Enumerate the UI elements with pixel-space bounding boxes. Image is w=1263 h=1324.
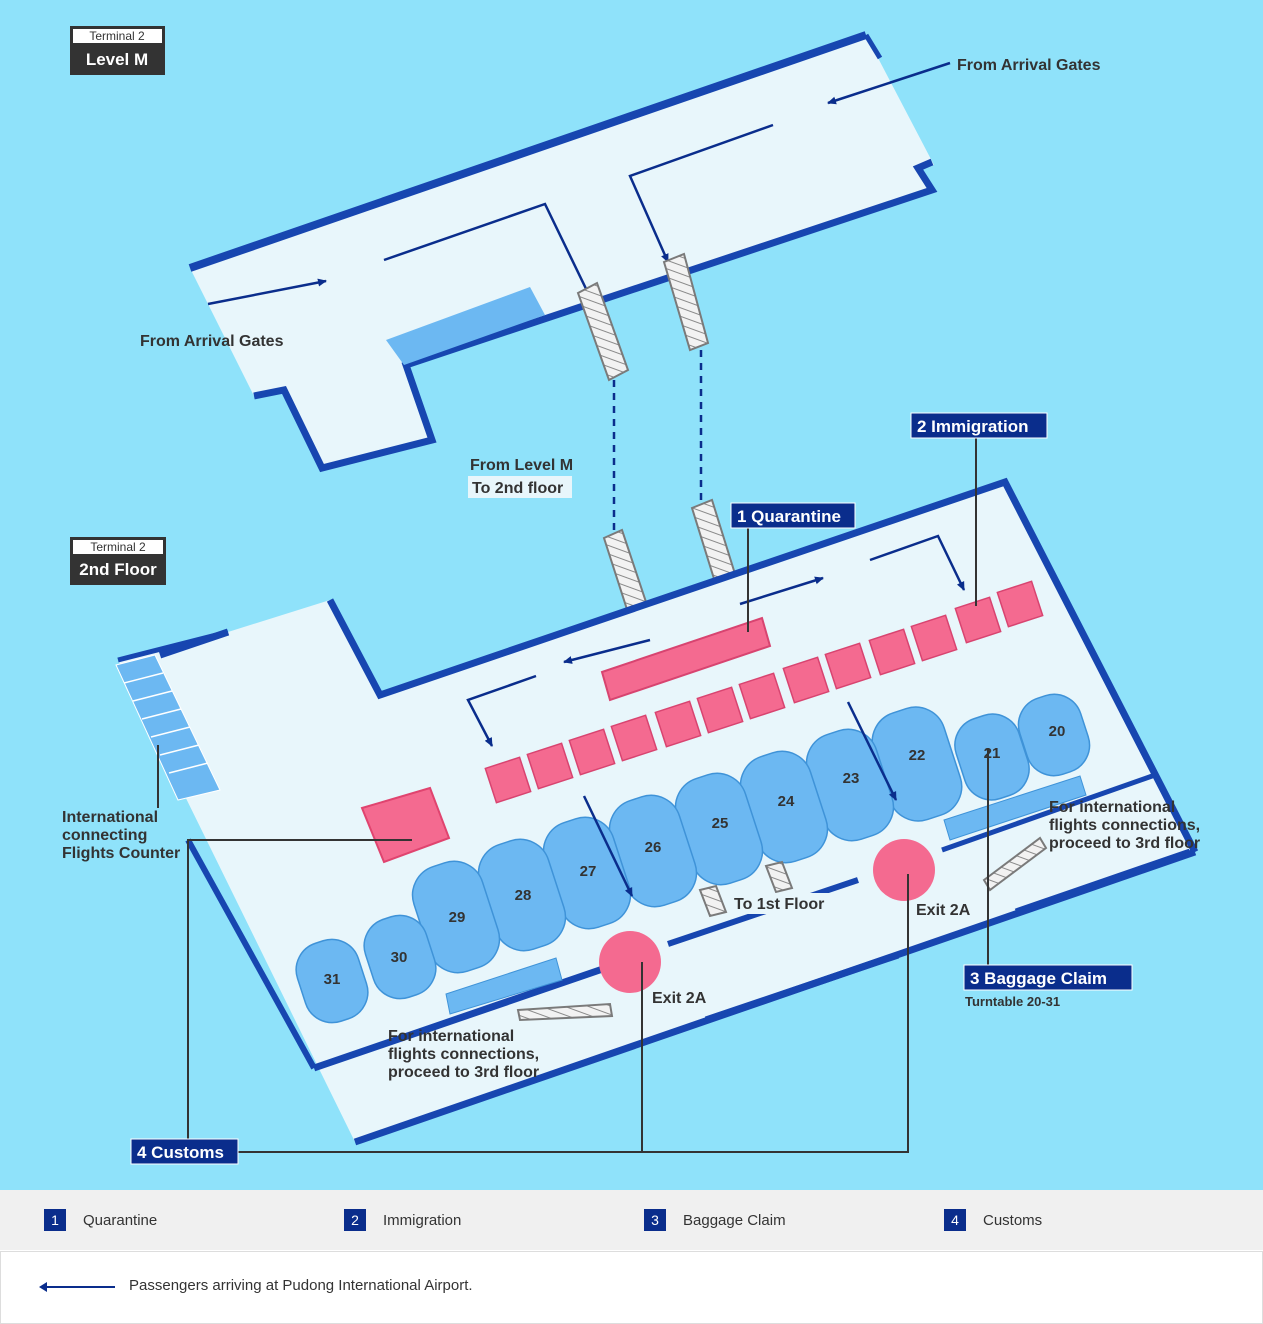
legend-item-immigration: 2 Immigration bbox=[344, 1209, 461, 1231]
svg-text:20: 20 bbox=[1049, 723, 1066, 740]
level-m-paths bbox=[207, 61, 951, 306]
escalator-icon bbox=[516, 836, 1048, 1022]
exit-left bbox=[599, 931, 661, 993]
arrow-left-icon bbox=[39, 1282, 115, 1292]
turntable-30 bbox=[363, 914, 437, 1000]
baggage-claim-callout: 3 Baggage Claim Turntable 20-31 bbox=[963, 964, 1133, 1009]
callout-lines bbox=[187, 438, 989, 1153]
level-m-floor bbox=[188, 31, 938, 473]
legend-number: 3 bbox=[644, 1209, 666, 1231]
quarantine-callout: 1 Quarantine bbox=[730, 502, 856, 529]
exit-right bbox=[873, 839, 935, 901]
svg-text:21: 21 bbox=[984, 745, 1001, 762]
second-floor-tag: Terminal 2 2nd Floor bbox=[70, 537, 166, 585]
legend-item-quarantine: 1 Quarantine bbox=[44, 1209, 157, 1231]
intl-counter-label: International connecting Flights Counter bbox=[62, 809, 180, 862]
exit-left-label: Exit 2A bbox=[652, 990, 707, 1007]
legend-number: 1 bbox=[44, 1209, 66, 1231]
second-floor-terminal-label: Terminal 2 bbox=[90, 540, 146, 554]
level-m-counter bbox=[386, 287, 545, 365]
immigration-booths bbox=[484, 580, 1044, 804]
legend-label: Customs bbox=[983, 1211, 1043, 1229]
svg-text:29: 29 bbox=[449, 909, 466, 926]
level-m-floor-label: Level M bbox=[86, 50, 148, 69]
turntable-31 bbox=[295, 938, 369, 1024]
escalator-icon bbox=[576, 252, 742, 630]
from-level-m-label: From Level M bbox=[470, 457, 573, 474]
to-1st-floor-label: To 1st Floor bbox=[734, 896, 824, 913]
connect-counter-left bbox=[445, 957, 563, 1015]
passenger-flow bbox=[466, 534, 966, 897]
connect-right-label: For international flights connections, p… bbox=[1049, 799, 1205, 852]
turntable-21 bbox=[954, 713, 1030, 801]
turntable-range: Turntable 20-31 bbox=[965, 994, 1060, 1009]
legend-label: Quarantine bbox=[83, 1211, 158, 1229]
svg-text:4 Customs: 4 Customs bbox=[137, 1143, 224, 1162]
connect-left-label: For international flights connections, p… bbox=[388, 1028, 544, 1081]
svg-text:31: 31 bbox=[324, 971, 341, 988]
quarantine-desk bbox=[600, 616, 772, 702]
exit-right-label: Exit 2A bbox=[916, 902, 971, 919]
level-m-terminal-label: Terminal 2 bbox=[89, 29, 145, 43]
svg-text:1 Quarantine: 1 Quarantine bbox=[737, 507, 841, 526]
svg-text:26: 26 bbox=[645, 839, 662, 856]
legend-item-customs: 4 Customs bbox=[944, 1209, 1042, 1231]
legend-number: 2 bbox=[344, 1209, 366, 1231]
legend-number: 4 bbox=[944, 1209, 966, 1231]
svg-text:23: 23 bbox=[843, 770, 860, 787]
legend-label: Immigration bbox=[383, 1211, 462, 1229]
legend: 1 Quarantine 2 Immigration 3 Baggage Cla… bbox=[0, 1190, 1263, 1250]
legend-item-baggage-claim: 3 Baggage Claim bbox=[644, 1209, 786, 1231]
svg-text:27: 27 bbox=[580, 863, 597, 880]
arrow-legend: Passengers arriving at Pudong Internatio… bbox=[0, 1251, 1263, 1324]
svg-text:3 Baggage Claim: 3 Baggage Claim bbox=[970, 969, 1107, 988]
customs-callout: 4 Customs bbox=[130, 1138, 239, 1165]
customs-desk bbox=[360, 786, 451, 864]
svg-text:25: 25 bbox=[712, 815, 729, 832]
from-arrival-gates-left: From Arrival Gates bbox=[140, 333, 284, 350]
svg-text:22: 22 bbox=[909, 747, 926, 764]
connect-counter-right bbox=[943, 775, 1087, 841]
svg-text:28: 28 bbox=[515, 887, 532, 904]
immigration-callout: 2 Immigration bbox=[910, 412, 1048, 439]
legend-label: Baggage Claim bbox=[683, 1211, 786, 1229]
second-floor-floor-label: 2nd Floor bbox=[79, 560, 157, 579]
svg-text:24: 24 bbox=[778, 793, 795, 810]
turntable-20 bbox=[1017, 693, 1091, 777]
level-m-tag: Terminal 2 Level M bbox=[70, 26, 165, 75]
intl-counter-desks bbox=[115, 654, 221, 808]
svg-text:2 Immigration: 2 Immigration bbox=[917, 417, 1028, 436]
to-2nd-floor-label: To 2nd floor bbox=[472, 480, 563, 497]
terminal-map: Terminal 2 Level M From Arrival Gates Fr… bbox=[0, 0, 1263, 1190]
svg-text:30: 30 bbox=[391, 949, 408, 966]
from-arrival-gates-right: From Arrival Gates bbox=[957, 57, 1101, 74]
arrow-legend-text: Passengers arriving at Pudong Internatio… bbox=[129, 1277, 473, 1294]
